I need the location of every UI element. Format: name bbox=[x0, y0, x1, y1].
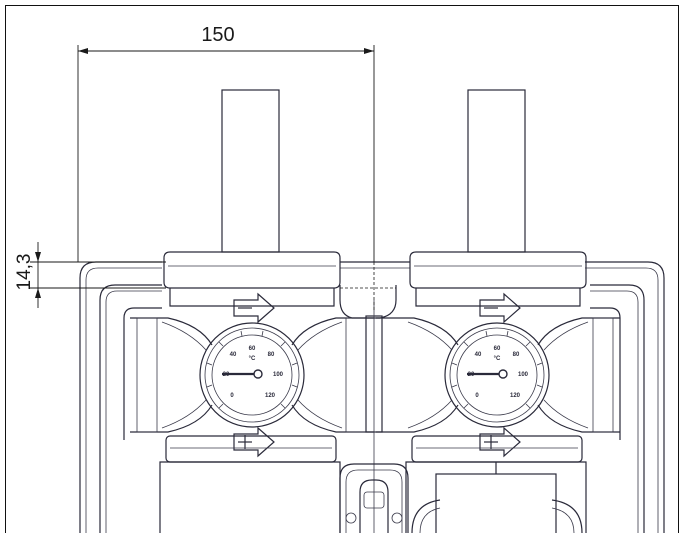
left-top-flow-arrow bbox=[233, 292, 275, 324]
left-valve-cap bbox=[163, 251, 341, 307]
width-dimension: 150 bbox=[77, 24, 375, 312]
right-valve-body bbox=[376, 317, 620, 433]
offset-dimension: 14,3 bbox=[14, 242, 396, 308]
gauge-tick-label-60: 60 bbox=[494, 346, 501, 352]
width-dimension-label: 150 bbox=[201, 24, 234, 46]
left-bottom-flow-arrow bbox=[233, 426, 275, 458]
pump-housing bbox=[411, 462, 583, 533]
right-valve-cap bbox=[409, 251, 587, 307]
right-pipe bbox=[467, 89, 526, 253]
right-thermometer-gauge: °C 0 20 40 60 80 100 120 bbox=[444, 322, 550, 428]
gauge-tick-label-80: 80 bbox=[513, 352, 520, 358]
gauge-unit-label: °C bbox=[494, 356, 501, 362]
right-top-flow-arrow bbox=[479, 292, 521, 324]
gauge-tick-label-0: 0 bbox=[230, 393, 234, 399]
gauge-tick-label-80: 80 bbox=[268, 352, 275, 358]
gauge-tick-label-100: 100 bbox=[518, 372, 529, 378]
drawing-frame bbox=[5, 5, 679, 533]
gauge-tick-label-100: 100 bbox=[273, 372, 284, 378]
offset-dimension-label: 14,3 bbox=[14, 254, 35, 291]
center-divider bbox=[365, 300, 383, 533]
check-valve-assembly bbox=[339, 463, 409, 533]
gauge-tick-label-40: 40 bbox=[230, 352, 237, 358]
gauge-tick-label-0: 0 bbox=[475, 393, 479, 399]
gauge-tick-label-120: 120 bbox=[265, 393, 276, 399]
left-thermometer-gauge: °C 0 20 40 60 80 100 120 bbox=[199, 322, 305, 428]
gauge-tick-label-60: 60 bbox=[249, 346, 256, 352]
left-pipe bbox=[221, 89, 280, 253]
gauge-unit-label: °C bbox=[249, 356, 256, 362]
gauge-tick-label-40: 40 bbox=[475, 352, 482, 358]
right-bottom-flow-arrow bbox=[479, 426, 521, 458]
left-valve-body bbox=[130, 317, 374, 433]
gauge-tick-label-120: 120 bbox=[510, 393, 521, 399]
